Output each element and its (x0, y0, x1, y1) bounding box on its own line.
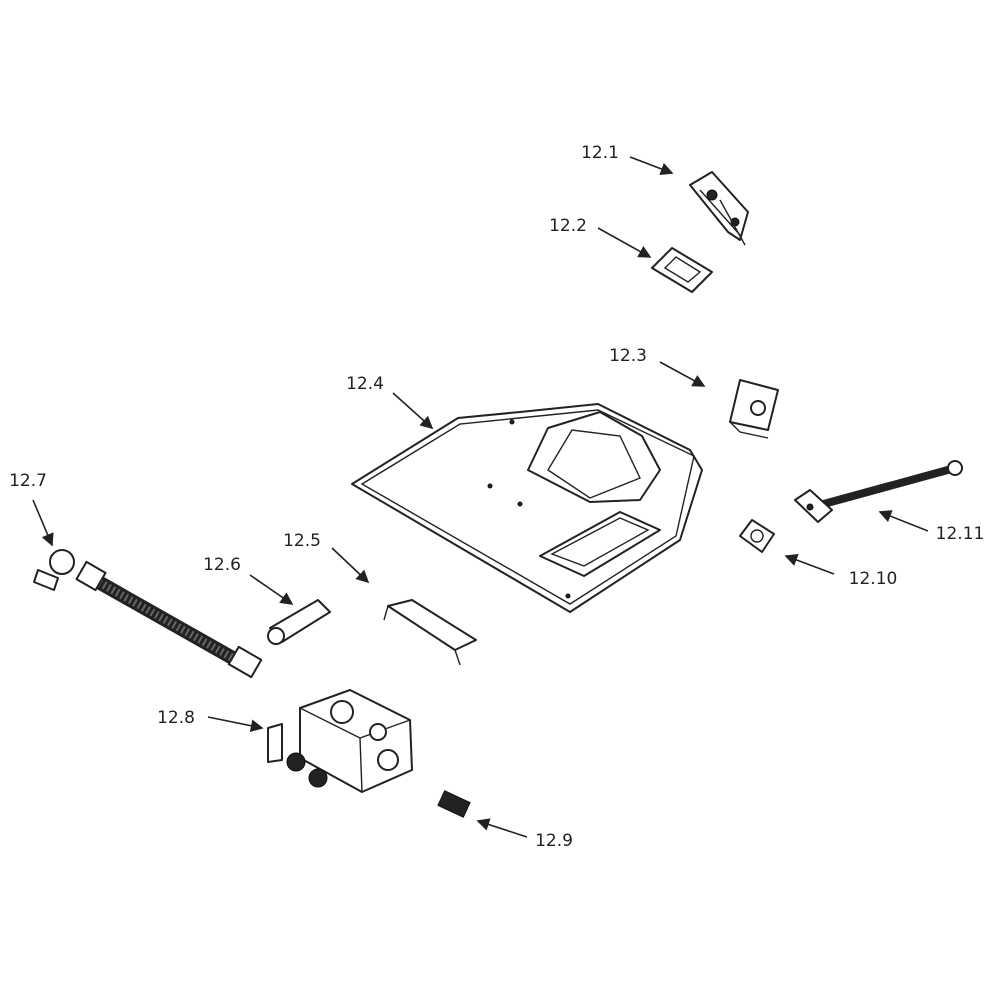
label-12-6: 12.6 (203, 555, 241, 575)
part-12-2-gasket (651, 247, 713, 293)
leader-arrows (32, 156, 929, 838)
label-12-11: 12.11 (935, 524, 985, 544)
part-12-10-gasket (739, 519, 775, 553)
part-12-6-fitting (267, 599, 331, 645)
part-12-8-gas-valve (267, 689, 413, 793)
label-12-3: 12.3 (609, 346, 647, 366)
label-12-7: 12.7 (9, 471, 47, 491)
part-12-11-pilot-tube (794, 460, 963, 523)
label-12-8: 12.8 (157, 708, 195, 728)
part-12-3-bracket (729, 379, 779, 439)
label-12-4: 12.4 (346, 374, 384, 394)
part-12-5-mounting-bracket (383, 599, 477, 666)
label-12-10: 12.10 (848, 569, 898, 589)
part-12-4-burner-base (351, 403, 703, 613)
label-12-1: 12.1 (581, 143, 619, 163)
label-12-5: 12.5 (283, 531, 321, 551)
label-12-9: 12.9 (535, 831, 573, 851)
part-12-1-pilot-assembly (689, 171, 749, 246)
label-12-2: 12.2 (549, 216, 587, 236)
part-12-7-flex-hose-valve (33, 549, 263, 679)
part-12-9-fitting (437, 790, 471, 818)
